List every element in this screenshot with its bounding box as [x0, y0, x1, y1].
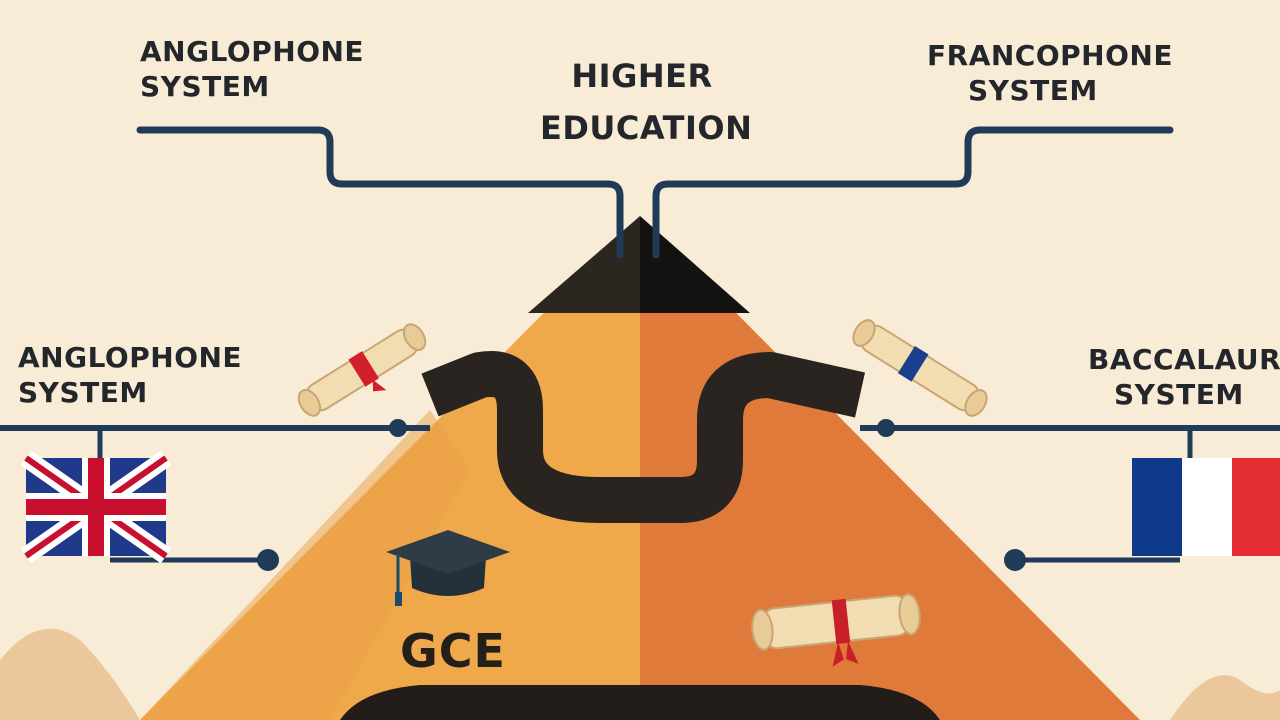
scroll-icon-blue-ribbon: [852, 319, 988, 417]
uk-flag-icon: [20, 450, 172, 564]
label-top-right: FRANCOPHONE SYSTEM: [924, 38, 1176, 108]
label-mid-left-line2: SYSTEM: [18, 376, 148, 409]
label-top-right-line2: SYSTEM: [968, 74, 1098, 107]
label-higher-education-line2: EDUCATION: [540, 109, 753, 147]
scroll-icon-red-ribbon: [297, 323, 427, 417]
label-mid-right-line1: BACCALAUR: [1088, 343, 1280, 376]
label-mid-left: ANGLOPHONE SYSTEM: [18, 340, 242, 410]
label-higher-education: HIGHER EDUCATION: [540, 56, 753, 148]
connector-top-left: [136, 126, 624, 259]
connector-node: [257, 549, 279, 571]
connector-node: [1004, 549, 1026, 571]
label-higher-education-line1: HIGHER: [571, 57, 713, 95]
hill-right: [1170, 675, 1280, 720]
label-top-right-line1: FRANCOPHONE: [927, 39, 1173, 72]
pyramid-apex-left: [528, 216, 640, 313]
base-road: [340, 685, 940, 720]
diploma-icon: [751, 593, 921, 667]
connector-node: [389, 419, 407, 437]
label-top-left-line2: SYSTEM: [140, 70, 270, 103]
hill-left: [0, 628, 140, 720]
label-mid-right-line2: SYSTEM: [1114, 378, 1244, 411]
connector-top-right: [652, 126, 1174, 259]
label-top-left-line1: ANGLOPHONE: [140, 35, 365, 68]
connector-node: [877, 419, 895, 437]
label-gce: GCE: [400, 624, 506, 678]
winding-road: [421, 351, 865, 523]
label-mid-right: BACCALAUR SYSTEM: [1088, 342, 1280, 412]
graduation-cap-icon: [386, 530, 510, 606]
pyramid-apex-right: [640, 216, 750, 313]
pyramid-left-shade: [140, 410, 470, 720]
pyramid-right-half: [640, 216, 1140, 720]
france-flag-icon: [1132, 458, 1280, 556]
label-mid-left-line1: ANGLOPHONE: [18, 341, 243, 374]
label-top-left: ANGLOPHONE SYSTEM: [140, 34, 364, 104]
